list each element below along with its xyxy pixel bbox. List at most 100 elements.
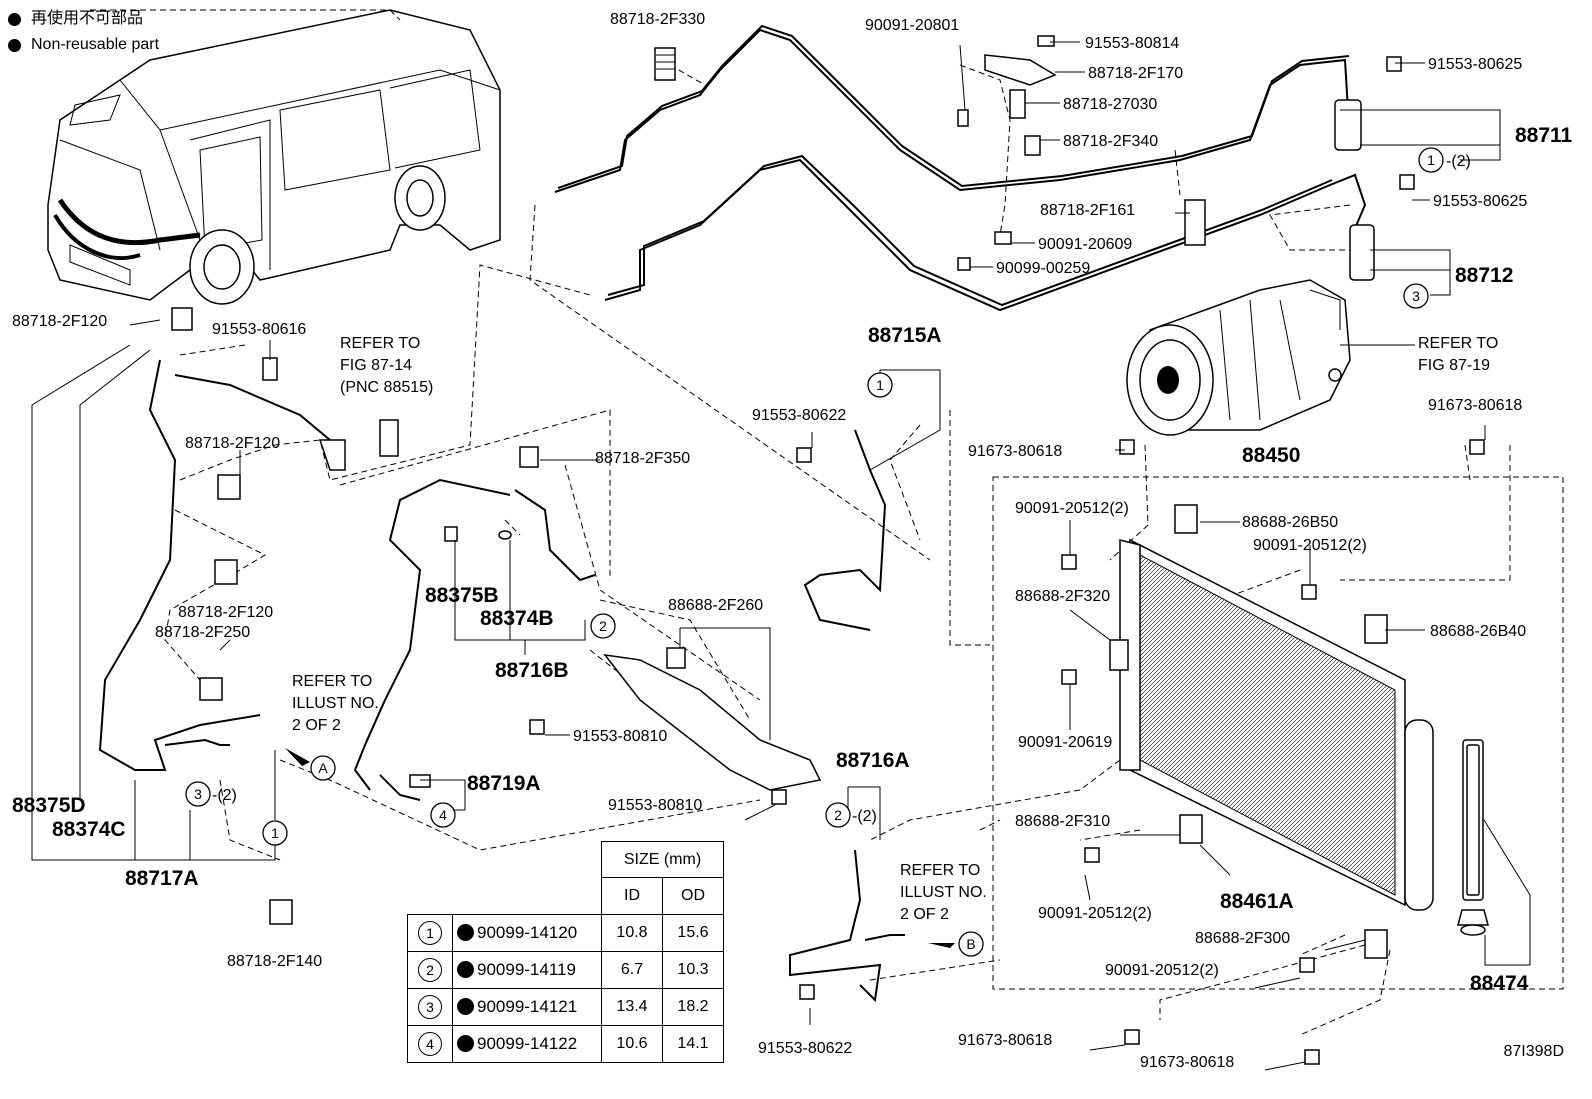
label-91553-80814: 91553-80814 xyxy=(1085,35,1179,52)
oring-callouts: 1 -(2) 3 1 2 3 -(2) 1 4 2 -(2) A B xyxy=(185,147,1471,957)
bracket-88688-2F260 xyxy=(603,653,822,791)
condenser-88461A xyxy=(1119,538,1434,911)
label-88688-2F300: 88688-2F300 xyxy=(1195,930,1290,947)
clamp-88718-2F120-b xyxy=(217,474,241,500)
oring-part-number: 90099-14119 xyxy=(477,959,576,979)
ref-refer-to-b: REFER TO xyxy=(900,862,980,879)
non-reusable-dot-icon xyxy=(457,924,474,941)
label-90091-20609: 90091-20609 xyxy=(1038,236,1132,253)
ref-illust-no-b: ILLUST NO. xyxy=(900,884,987,901)
label-88719A: 88719A xyxy=(467,772,541,795)
oring-number: 2 xyxy=(418,957,442,982)
bolt-91553-80814 xyxy=(1037,35,1055,47)
label-91553-80616: 91553-80616 xyxy=(212,321,306,338)
bolt-91673-80618-b xyxy=(1469,439,1485,455)
condenser-assembly-box xyxy=(992,476,1564,990)
pipe-88375D xyxy=(174,374,331,441)
label-91553-80625-top: 91553-80625 xyxy=(1428,56,1522,73)
oring-qty: -(2) xyxy=(1446,153,1471,170)
oring-part-number: 90099-14121 xyxy=(477,996,578,1016)
label-88718-2F161: 88718-2F161 xyxy=(1040,202,1135,219)
oring-callout-1: 1 xyxy=(271,825,279,841)
label-88718-2F250: 88718-2F250 xyxy=(155,624,250,641)
non-reusable-dot-icon xyxy=(457,961,474,978)
ref-refer-to-87-14: REFER TO xyxy=(340,335,420,352)
oring-id: 6.7 xyxy=(601,950,663,989)
label-88461A: 88461A xyxy=(1220,890,1294,913)
bolt-90091-20512-d xyxy=(1299,957,1315,973)
bolt-91553-80625-mid xyxy=(1399,174,1415,190)
bolt-91553-80810-a xyxy=(529,719,545,735)
non-reusable-dot-icon xyxy=(457,998,474,1015)
table-row: 3 90099-14121 13.4 18.2 xyxy=(407,987,724,1026)
bracket-88688-26B50 xyxy=(1174,504,1198,534)
label-91553-80810-b: 91553-80810 xyxy=(608,797,702,814)
label-88718-2F120-b: 88718-2F120 xyxy=(185,435,280,452)
oring-callout-2: 2 xyxy=(834,807,842,823)
label-90091-20801: 90091-20801 xyxy=(865,17,959,34)
van-illustration xyxy=(47,9,501,305)
label-90091-20512-b: 90091-20512(2) xyxy=(1253,537,1367,554)
ref-fig-87-14: FIG 87-14 xyxy=(340,357,412,374)
legend-row-en: Non-reusable part xyxy=(8,32,159,58)
label-88450: 88450 xyxy=(1242,444,1300,467)
cap-88375B xyxy=(444,526,458,542)
label-88712: 88712 xyxy=(1455,264,1513,287)
label-88474: 88474 xyxy=(1470,972,1529,995)
label-91673-80618-d: 91673-80618 xyxy=(1140,1054,1234,1071)
ref-fig-87-19: FIG 87-19 xyxy=(1418,357,1490,374)
label-88374C: 88374C xyxy=(52,818,126,841)
fitting-88711 xyxy=(1334,99,1362,151)
label-88716A: 88716A xyxy=(836,749,910,772)
legend: 再使用不可部品 Non-reusable part xyxy=(8,6,159,58)
table-row: 1 90099-14120 10.8 15.6 xyxy=(407,913,724,952)
bracket-88688-2F300 xyxy=(1364,929,1388,959)
oring-number: 4 xyxy=(418,1031,442,1056)
oring-od: 18.2 xyxy=(662,987,724,1026)
label-88688-26B50: 88688-26B50 xyxy=(1242,514,1338,531)
label-88718-2F120-c: 88718-2F120 xyxy=(178,604,273,621)
bolt-91553-80625-top xyxy=(1386,56,1402,72)
label-88718-27030: 88718-27030 xyxy=(1063,96,1157,113)
bolt-90091-20512-b xyxy=(1301,584,1317,600)
pipe-88712-outline xyxy=(607,154,1333,307)
bolt-91553-80810-b xyxy=(771,789,787,805)
hardware-parts xyxy=(171,35,1485,1065)
bolt-91553-80622-b xyxy=(799,984,815,1000)
ref-2-of-2-a: 2 OF 2 xyxy=(292,717,341,734)
oring-id: 13.4 xyxy=(601,987,663,1026)
table-row: 4 90099-14122 10.6 14.1 xyxy=(407,1024,724,1063)
clamp-88718-2F140 xyxy=(269,899,293,925)
label-88688-26B40: 88688-26B40 xyxy=(1430,623,1526,640)
label-88718-2F140: 88718-2F140 xyxy=(227,953,322,970)
pipe-88715A xyxy=(803,429,887,631)
clip-88688-2F260 xyxy=(666,647,686,669)
label-91553-80810-a: 91553-80810 xyxy=(573,728,667,745)
label-90091-20512-c: 90091-20512(2) xyxy=(1038,905,1152,922)
bracket-88688-2F310 xyxy=(1179,814,1203,844)
bolt-91553-80616 xyxy=(262,357,278,381)
oring-od: 10.3 xyxy=(662,950,724,989)
oring-id: 10.8 xyxy=(601,913,663,952)
label-88688-2F320: 88688-2F320 xyxy=(1015,588,1110,605)
clip-88718-27030 xyxy=(1009,89,1026,119)
bracket-small xyxy=(318,439,346,471)
oring-size-table: SIZE (mm) ID OD 1 90099-14120 10.8 15.6 … xyxy=(407,841,724,1063)
ref-circle-b: B xyxy=(966,936,975,952)
bolt-90091-20801 xyxy=(957,109,969,127)
leader-lines xyxy=(31,41,1501,1071)
oring-88374B xyxy=(498,530,512,540)
bolt-91673-80618-a xyxy=(1119,439,1135,455)
label-90091-20512-a: 90091-20512(2) xyxy=(1015,500,1129,517)
label-88716B: 88716B xyxy=(495,659,569,682)
pipe-88716A-branch xyxy=(864,934,905,941)
part-labels: 88718-2F330 90091-20801 91553-80814 9155… xyxy=(12,11,1573,1071)
clip-88718-2F340 xyxy=(1024,135,1041,156)
clamp-88718-2F350 xyxy=(519,446,539,468)
ref-pnc-88515: (PNC 88515) xyxy=(340,379,433,396)
bracket-88688-26B40 xyxy=(1364,614,1388,644)
pipe-88712 xyxy=(604,158,1367,312)
label-88718-2F350: 88718-2F350 xyxy=(595,450,690,467)
label-90091-20512-d: 90091-20512(2) xyxy=(1105,962,1219,979)
